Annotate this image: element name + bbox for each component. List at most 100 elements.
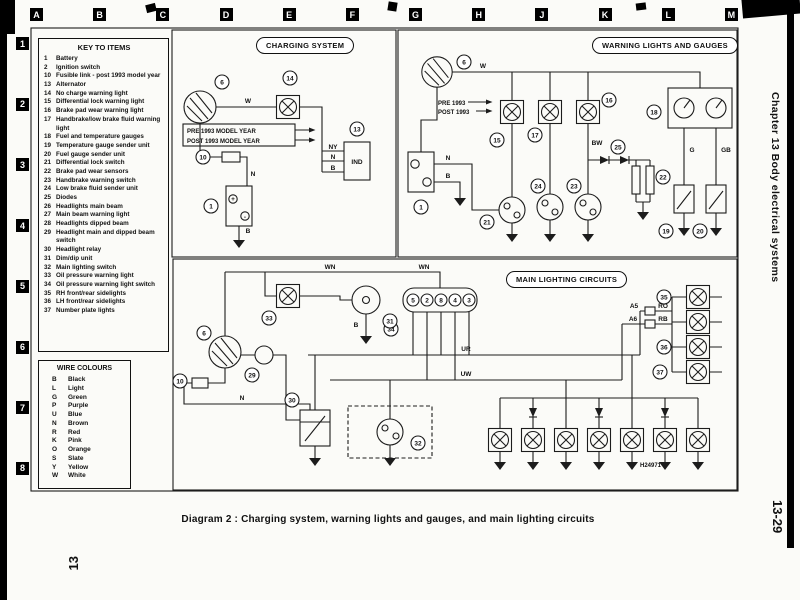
ind-terminal-label: IND [351, 159, 363, 166]
component-callout-19: 19 [658, 223, 674, 239]
wire-colour-name: Slate [68, 454, 84, 462]
svg-text:33: 33 [265, 315, 273, 322]
wire-colour-row: U Blue [44, 411, 125, 420]
component-callout-22: 22 [655, 169, 671, 185]
svg-text:15: 15 [493, 137, 501, 144]
key-item-label: Dim/dip unit [56, 254, 93, 262]
component-callout-2: 2 [420, 293, 434, 307]
svg-text:34: 34 [387, 326, 395, 333]
ground-symbol [383, 451, 397, 467]
wire-label-N: N [446, 155, 451, 162]
wire-colour-code: O [52, 446, 58, 454]
svg-text:31: 31 [386, 318, 394, 325]
key-item-label: Headlights dipped beam [56, 220, 129, 228]
component-callout-6: 6 [196, 325, 212, 341]
svg-text:6: 6 [220, 79, 224, 86]
ground-symbol [592, 455, 606, 471]
grid-number: 5 [16, 279, 29, 293]
diode-symbol [619, 155, 630, 165]
key-item-label: Handbrake/low brake fluid warning light [56, 115, 161, 132]
diode-symbol [599, 155, 610, 165]
svg-text:1: 1 [209, 203, 213, 210]
svg-text:18: 18 [650, 109, 658, 116]
dip-switch-symbol [254, 345, 274, 365]
component-callout-31: 31 [382, 313, 398, 329]
wire-colour-row: B Black [44, 376, 125, 385]
fusible-link-symbol [191, 377, 209, 389]
key-item: 26 Headlights main beam [44, 203, 164, 212]
diagram-frames [30, 27, 739, 492]
component-callout-6: 6 [456, 54, 472, 70]
wire-label-UW: UW [461, 371, 473, 378]
component-callout-17: 17 [527, 127, 543, 143]
key-to-items-title: KEY TO ITEMS [77, 43, 131, 52]
key-item-label: Diodes [56, 194, 77, 201]
key-item-label: Brake pad wear warning light [56, 107, 144, 115]
wire-label-RB: RB [658, 316, 668, 323]
grid-letter: J [535, 8, 549, 21]
wire-label-+: + [231, 196, 235, 203]
ground-symbol [526, 455, 540, 471]
key-item-number: 16 [44, 107, 52, 115]
key-item: 28 Headlights dipped beam [44, 220, 164, 229]
wire-label-NY: NY [328, 144, 338, 151]
wire-colour-code: K [52, 437, 57, 445]
ground-symbol [559, 455, 573, 471]
svg-text:21: 21 [483, 219, 491, 226]
diode-symbol [594, 407, 604, 418]
grid-letter: F [345, 8, 359, 21]
wire-label-RO: RO [658, 303, 668, 310]
wire-colour-code: R [52, 428, 57, 436]
key-item: 19 Temperature gauge sender unit [44, 142, 164, 151]
wire-label-N: N [251, 171, 256, 178]
warning-post-1993-label: POST 1993 [438, 110, 470, 116]
component-callout-1: 1 [413, 199, 429, 215]
svg-text:8: 8 [439, 297, 443, 304]
key-item: 37 Number plate lights [44, 307, 164, 316]
grid-letter: E [282, 8, 296, 21]
diagram-reference-number: H24971 [640, 463, 662, 469]
svg-text:3: 3 [467, 297, 471, 304]
wire-colour-name: Black [68, 376, 86, 383]
key-item-number: 20 [44, 150, 52, 158]
key-item-number: 13 [44, 81, 52, 89]
key-item-label: Battery [56, 55, 78, 62]
grid-letter: G [409, 8, 423, 21]
headlight-lamp-symbol [652, 427, 678, 453]
wire-colour-code: W [52, 472, 59, 480]
grid-number: 2 [16, 97, 29, 111]
oil-pressure-warning-lamp-symbol [275, 283, 301, 309]
grid-letter: A [30, 8, 43, 21]
key-item-number: 2 [44, 63, 48, 71]
key-item: 21 Differential lock switch [44, 159, 164, 168]
key-item: 23 Handbrake warning switch [44, 177, 164, 186]
component-callout-10: 10 [172, 373, 188, 389]
component-callout-10: 10 [195, 149, 211, 165]
key-item: 13 Alternator [44, 81, 164, 90]
ground-symbol [232, 233, 246, 249]
key-item-label: Fuel and temperature gauges [56, 133, 144, 141]
charging-post-1993-label: POST 1993 MODEL YEAR [187, 139, 260, 145]
diff-lock-warning-lamp-symbol [499, 99, 525, 125]
ground-symbol [625, 455, 639, 471]
wire-colour-row: Y Yellow [44, 464, 125, 473]
svg-text:6: 6 [462, 59, 466, 66]
key-item-number: 23 [44, 176, 52, 184]
ground-symbol [493, 455, 507, 471]
diode-symbol [528, 407, 538, 418]
svg-text:13: 13 [353, 126, 361, 133]
alternator-symbol [183, 90, 217, 124]
key-item-number: 35 [44, 289, 52, 297]
warning-lights-section-title: WARNING LIGHTS AND GAUGES [592, 37, 738, 54]
svg-text:14: 14 [286, 75, 294, 82]
lh-sidelight-lamp-symbol [685, 334, 711, 360]
rh-sidelight-lamp-symbol [685, 284, 711, 310]
component-callout-29: 29 [244, 367, 260, 383]
key-item-label: Brake pad wear sensors [56, 167, 129, 175]
svg-text:16: 16 [605, 97, 613, 104]
key-item-number: 27 [44, 211, 52, 219]
wire-colour-code: N [52, 419, 57, 427]
ground-symbol [677, 221, 691, 237]
